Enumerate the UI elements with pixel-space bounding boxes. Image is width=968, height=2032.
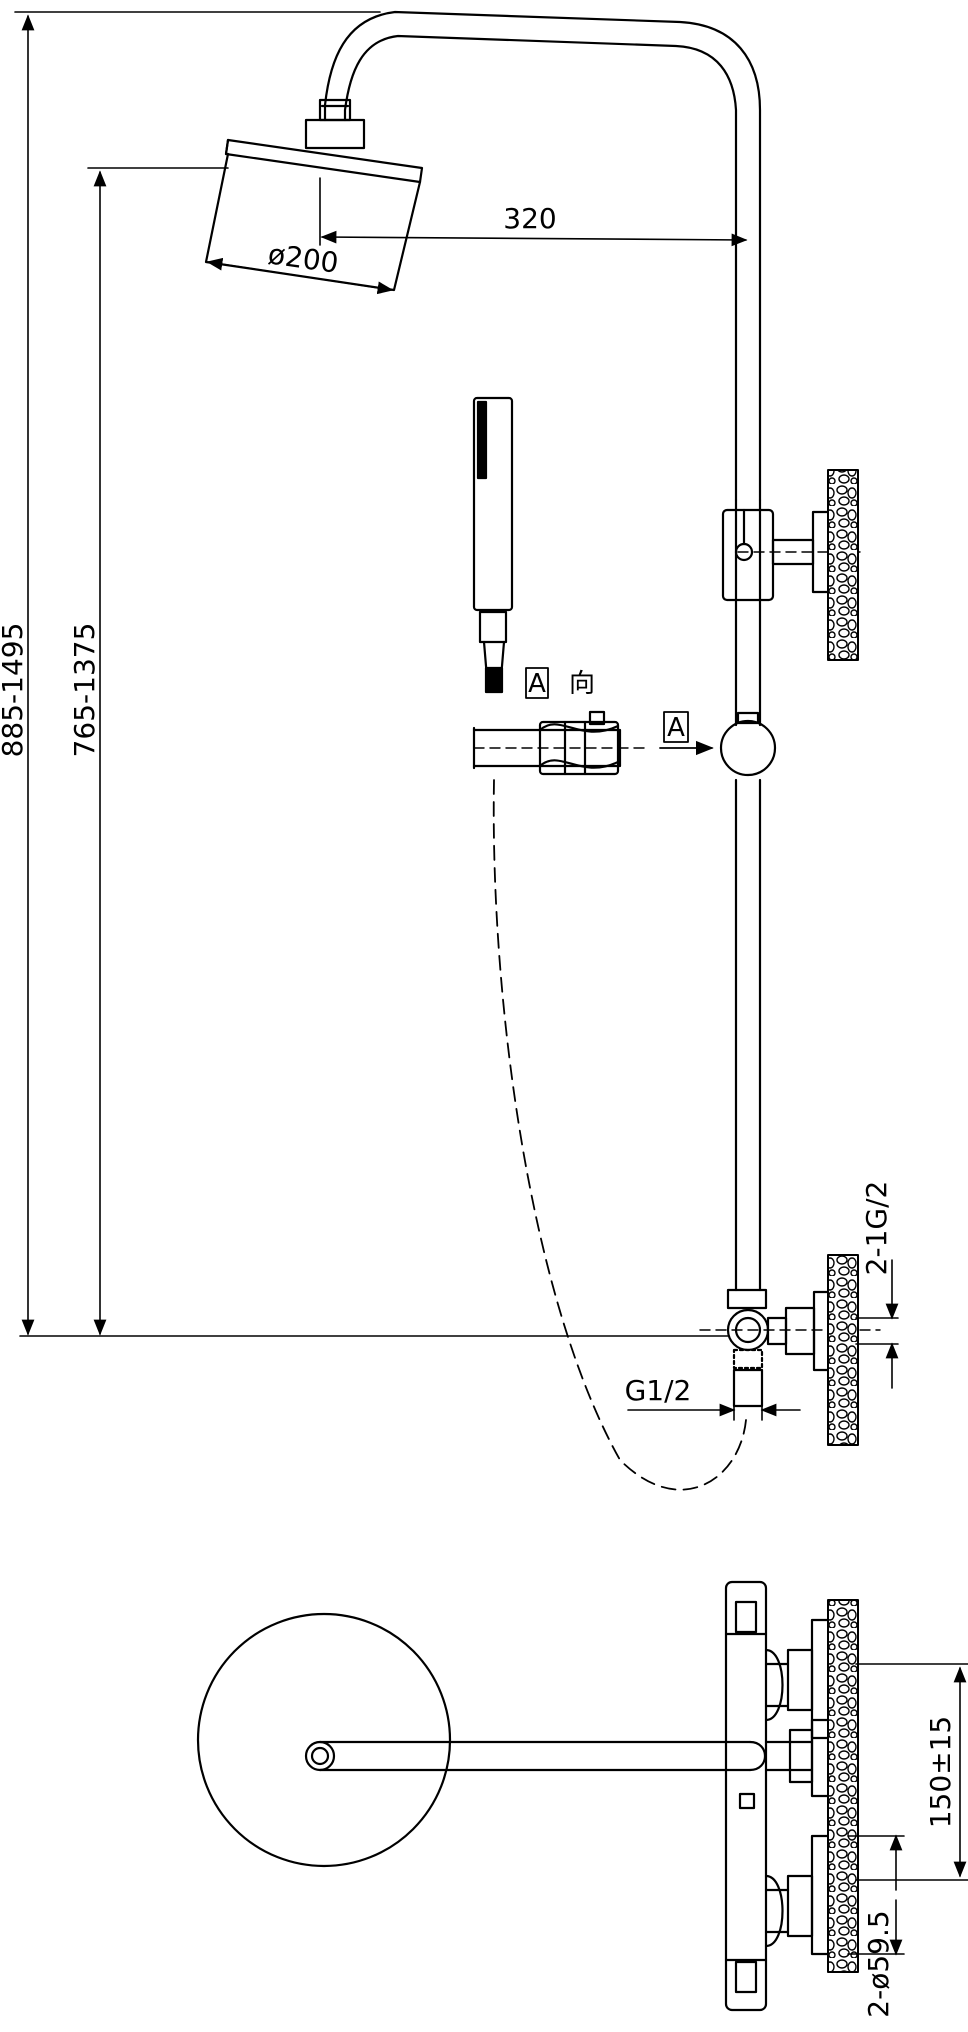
escutcheon-dim (847, 1834, 905, 1956)
view-marker-label: A (528, 669, 546, 699)
arm-reach-label: 320 (503, 202, 556, 235)
hand-shower-holder (472, 710, 651, 776)
view-marker-box (525, 667, 549, 699)
upper-wall-bracket (721, 508, 861, 602)
arm-plan (304, 1740, 766, 1772)
total-height-dim (14, 11, 381, 1336)
wall-section-upper (827, 469, 859, 661)
escutcheon-label: 2-ø59.5 (862, 1910, 895, 2017)
inlet-thread-dim (855, 1259, 899, 1389)
riser-rail (734, 498, 762, 1292)
total-height-label: 885-1495 (0, 623, 29, 758)
view-direction-arrow (659, 711, 714, 756)
slider-on-rail (719, 711, 777, 777)
view-marker-arrow-label: A (667, 713, 685, 743)
outlet-thread-label: G1/2 (625, 1374, 692, 1407)
hand-shower (472, 396, 514, 694)
shower-head-neck (304, 98, 366, 150)
head-diameter-dim-line (206, 257, 394, 295)
inlet-spacing-dim (855, 1663, 968, 1881)
overhead-arm (323, 10, 762, 502)
outlet-thread-dim (627, 1403, 801, 1421)
inlet-thread-label: 2-1G/2 (860, 1181, 893, 1276)
shower-head-plan (196, 1612, 452, 1868)
head-height-label: 765-1375 (68, 623, 101, 758)
inlet-spacing-label: 150±15 (924, 1716, 957, 1829)
direction-label: 向 (569, 669, 595, 699)
head-height-dim (87, 167, 229, 1336)
shower-hose (492, 779, 747, 1491)
wall-section-plan (827, 1599, 859, 1973)
wall-section-lower (827, 1254, 859, 1446)
arm-reach-dim (319, 177, 748, 247)
